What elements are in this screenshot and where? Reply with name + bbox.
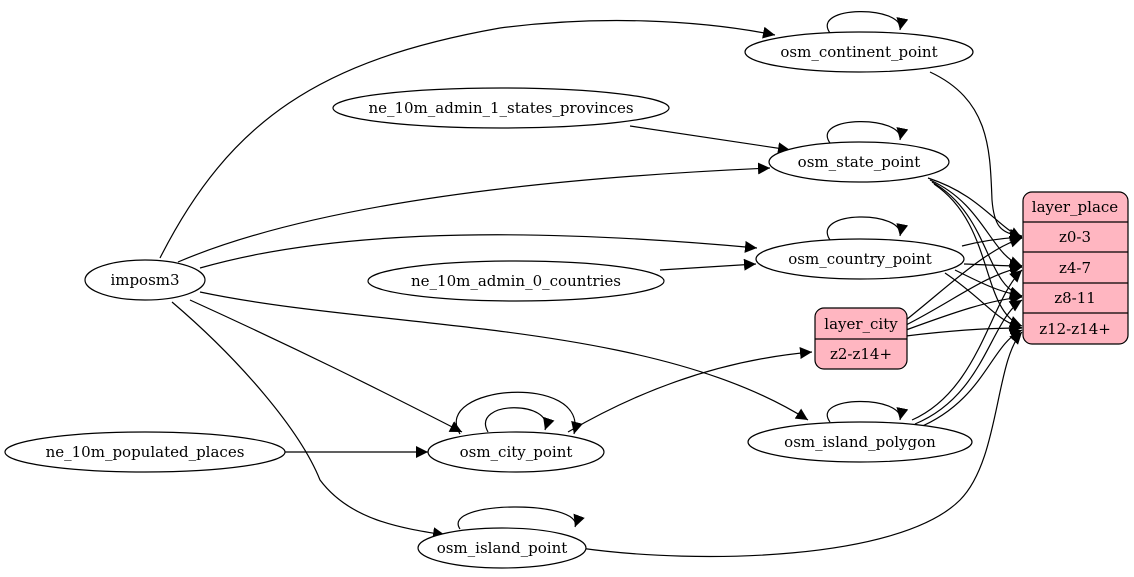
node-label: osm_island_point (437, 539, 568, 557)
layer-place-zoom-z0-3: z0-3 (1059, 228, 1091, 246)
edge-imposm3-to-osm-continent-point (159, 19, 776, 259)
node-osm-city-point[interactable]: osm_city_point (427, 431, 605, 473)
edge-osm-island-polygon-to-place-z4-7 (911, 269, 1023, 421)
edge-layer-city-to-place-z4-7 (905, 263, 1023, 326)
node-label: imposm3 (110, 271, 179, 289)
layer-place-zoom-z8-11: z8-11 (1054, 289, 1096, 307)
edge-osm-island-point-to-place-z12 (579, 331, 1023, 558)
edge-ne-admin-0-to-osm-country-point (659, 258, 757, 271)
node-label: osm_city_point (460, 443, 573, 461)
node-ne-10m-populated-places[interactable]: ne_10m_populated_places (4, 431, 286, 473)
node-label: osm_island_polygon (784, 433, 936, 451)
edges (159, 11, 1023, 558)
layer-place-title: layer_place (1032, 198, 1119, 216)
node-label: osm_continent_point (780, 43, 937, 61)
edge-imposm3-to-osm-island-point (171, 301, 446, 540)
layer-city-zoom-z2-z14: z2-z14+ (830, 345, 892, 363)
node-osm-island-point[interactable]: osm_island_point (417, 527, 587, 569)
edge-osm-island-polygon-to-place-z8-11 (914, 299, 1023, 425)
layer-place-zoom-z12-z14: z12-z14+ (1039, 320, 1111, 338)
self-loop-osm-country-point (826, 216, 909, 241)
self-loop-osm-island-polygon (826, 400, 909, 423)
node-osm-continent-point[interactable]: osm_continent_point (744, 31, 974, 73)
edge-osm-continent-point-to-place-z0-3 (929, 71, 1023, 241)
edge-imposm3-to-osm-island-polygon (199, 291, 809, 421)
node-ne-10m-admin-1-states-provinces[interactable]: ne_10m_admin_1_states_provinces (332, 87, 670, 129)
edge-imposm3-to-osm-country-point (199, 234, 758, 269)
self-loop-osm-continent-point (826, 11, 909, 34)
node-label: osm_country_point (788, 250, 932, 268)
layer-place-zoom-z4-7: z4-7 (1059, 259, 1091, 277)
edge-layer-city-to-place-z12 (905, 322, 1023, 337)
node-label: ne_10m_populated_places (46, 443, 245, 461)
self-loop-osm-city-point-outer (456, 391, 583, 435)
edge-ne-admin-1-to-osm-state-point (629, 125, 791, 155)
node-ne-10m-admin-0-countries[interactable]: ne_10m_admin_0_countries (367, 260, 665, 302)
node-label: ne_10m_admin_0_countries (411, 272, 621, 290)
node-layer-city[interactable]: layer_city z2-z14+ (814, 307, 908, 370)
self-loop-osm-state-point (826, 121, 909, 144)
edge-imposm3-to-osm-state-point (177, 162, 771, 263)
edge-layer-city-to-place-z0-3 (905, 236, 1023, 321)
edge-osm-city-point-to-layer-city (567, 347, 813, 433)
node-label: osm_state_point (798, 153, 921, 171)
node-osm-island-polygon[interactable]: osm_island_polygon (747, 421, 973, 463)
self-loop-osm-island-point (457, 506, 585, 530)
edge-osm-state-point-to-place-z8-11 (931, 181, 1023, 299)
edge-layer-city-to-place-z8-11 (905, 292, 1023, 331)
layer-city-title: layer_city (824, 315, 898, 333)
node-imposm3[interactable]: imposm3 (84, 259, 206, 301)
edge-imposm3-to-osm-city-point (189, 299, 463, 433)
node-layer-place[interactable]: layer_place z0-3 z4-7 z8-11 z12-z14+ (1022, 191, 1129, 345)
node-label: ne_10m_admin_1_states_provinces (368, 99, 633, 117)
self-loop-osm-city-point-inner (484, 407, 555, 433)
node-osm-country-point[interactable]: osm_country_point (755, 238, 965, 280)
node-osm-state-point[interactable]: osm_state_point (768, 141, 950, 183)
